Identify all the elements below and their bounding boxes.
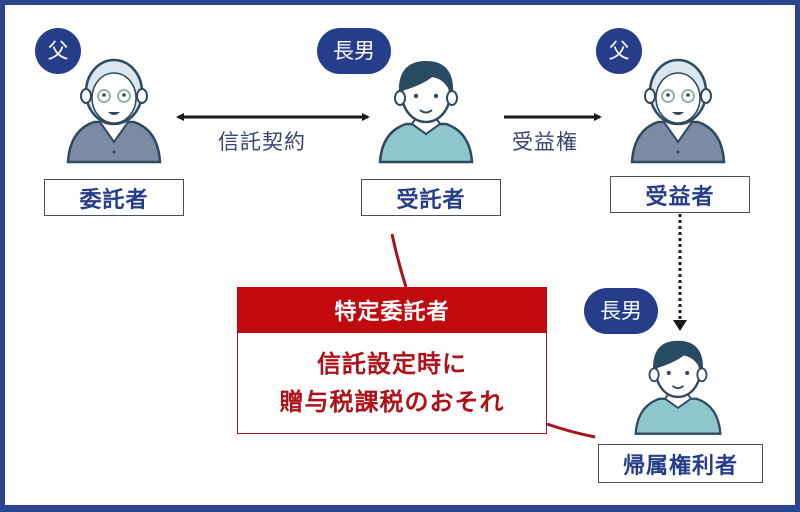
- young-man-icon: [634, 340, 722, 435]
- badge-label: 長男: [600, 298, 642, 323]
- callout-body: 信託設定時に 贈与税課税のおそれ: [237, 333, 547, 434]
- role-label: 帰属権利者: [622, 453, 738, 479]
- elderly-man-icon: [66, 58, 162, 164]
- edge-label-beneficial-right: 受益権: [512, 130, 578, 154]
- badge-eldest-son-trustee: 長男: [317, 28, 391, 74]
- badge-label: 父: [608, 38, 630, 63]
- callout-line-2: 贈与税課税のおそれ: [279, 388, 505, 416]
- role-label: 受託者: [396, 187, 466, 213]
- callout-header: 特定委託者: [237, 287, 547, 333]
- role-beneficiary: 受益者: [610, 176, 750, 213]
- badge-father-beneficiary: 父: [596, 28, 642, 74]
- role-trustee: 受託者: [361, 179, 501, 216]
- role-settlor: 委託者: [44, 179, 184, 216]
- role-residual-beneficiary: 帰属権利者: [598, 444, 763, 483]
- role-label: 委託者: [79, 187, 149, 213]
- edge-label-trust-contract: 信託契約: [218, 130, 306, 154]
- badge-eldest-son-residual: 長男: [584, 288, 658, 334]
- badge-label: 長男: [333, 38, 375, 63]
- callout-header-label: 特定委託者: [334, 300, 450, 325]
- role-label: 受益者: [645, 184, 715, 210]
- badge-label: 父: [47, 38, 69, 63]
- badge-father-settlor: 父: [35, 28, 81, 74]
- callout-line-1: 信託設定時に: [317, 350, 467, 378]
- elderly-man-icon: [630, 58, 726, 164]
- young-man-icon: [378, 60, 474, 164]
